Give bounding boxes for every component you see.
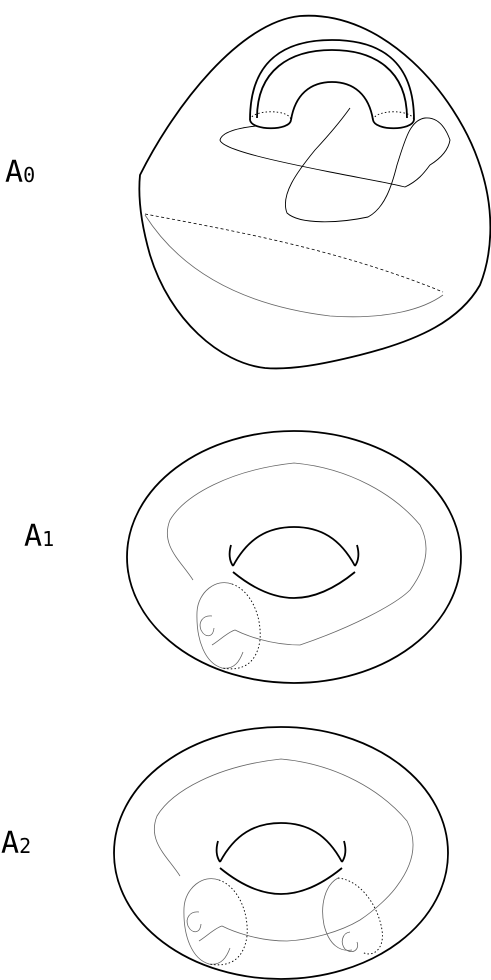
label-a1-letter: A [24, 519, 43, 554]
surface-a1 [126, 430, 462, 684]
a1-outline [126, 430, 462, 684]
a1-meridian-front [196, 582, 244, 669]
a1-kink [199, 615, 215, 637]
a2-kink-right [341, 931, 359, 952]
a0-handle-inner [290, 81, 374, 121]
label-a1-index: 1 [42, 527, 55, 551]
label-a2: A2 [1, 829, 31, 859]
a1-hole-lower [232, 571, 356, 599]
a2-meridian-left-back [208, 879, 248, 966]
a0-handle-mid [256, 49, 408, 119]
a2-outline [113, 726, 449, 980]
a2-hole-tick-right [341, 840, 347, 863]
a0-foot-right-front [372, 119, 415, 130]
a2-hole-upper [219, 822, 343, 863]
a2-meridian-right-front [322, 877, 353, 951]
surface-a2 [113, 726, 449, 980]
a1-hole-tick-left [228, 544, 234, 567]
a0-front-curve [144, 214, 444, 318]
a0-loop-curve [219, 107, 451, 223]
a1-meridian-back [221, 583, 261, 670]
a1-hole-upper [232, 526, 356, 567]
label-a2-index: 2 [19, 834, 32, 858]
label-a0: A0 [5, 158, 35, 188]
a0-foot-right-back [372, 111, 415, 121]
a0-back-curve [144, 213, 444, 293]
a2-hole-lower [219, 867, 343, 895]
a2-meridian-right-back [337, 877, 383, 955]
a1-hole-tick-right [354, 544, 360, 567]
label-a0-index: 0 [23, 163, 36, 187]
a2-core-curve [153, 758, 414, 942]
a0-outline [138, 14, 491, 370]
a0-foot-left-front [249, 119, 292, 130]
surface-a0 [138, 14, 491, 370]
a2-meridian-left-front [183, 878, 231, 965]
label-a0-letter: A [5, 155, 24, 190]
a0-handle-outer [249, 39, 415, 121]
label-a2-letter: A [1, 826, 20, 861]
a2-hole-tick-left [215, 840, 221, 863]
label-a1: A1 [24, 522, 54, 552]
a1-core-curve [166, 462, 427, 646]
a2-kink-left [186, 911, 202, 933]
